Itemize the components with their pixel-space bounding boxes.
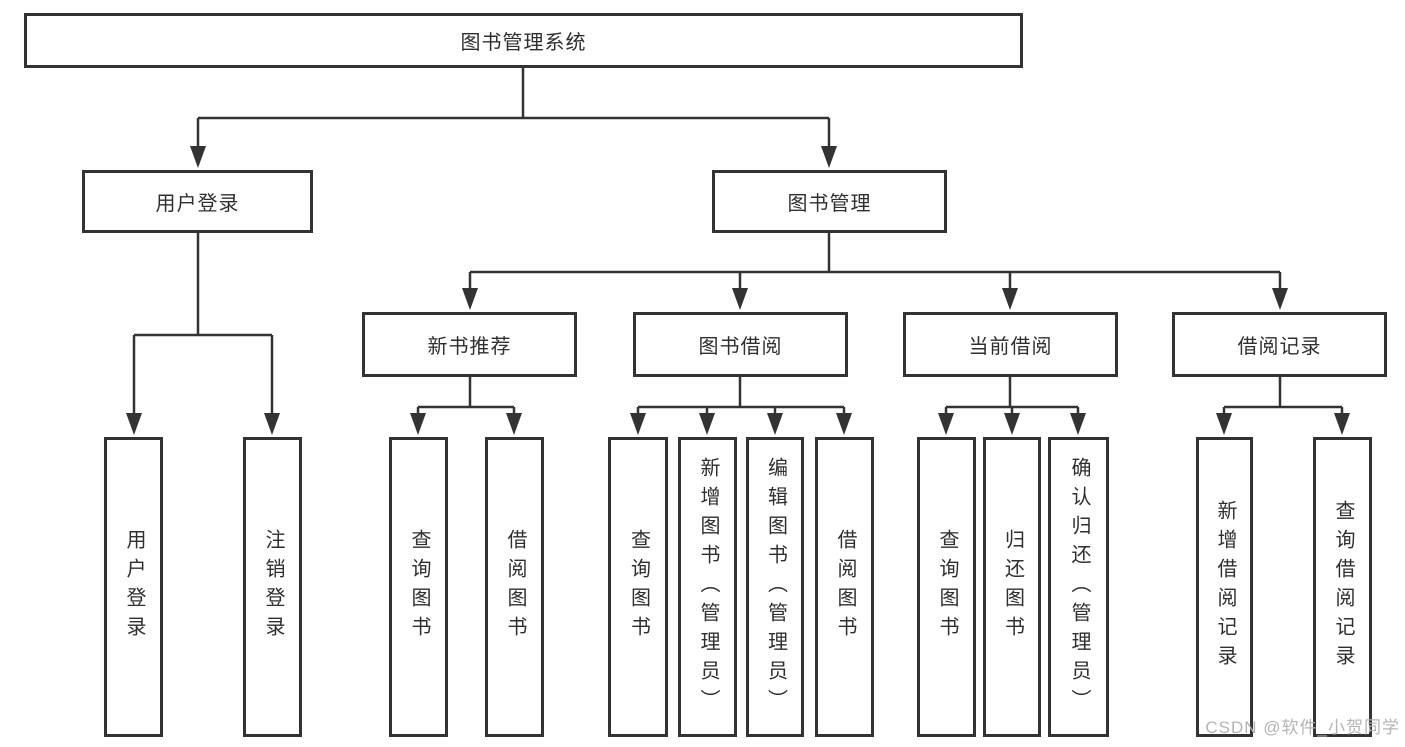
- arrowheads: [126, 146, 1350, 435]
- node-label: 新增图书（管理员）: [697, 456, 719, 718]
- node-label: 图书借阅: [698, 336, 783, 358]
- node-user-login: 用户登录: [82, 170, 313, 233]
- leaf-add-books-admin: 新增图书（管理员）: [678, 437, 737, 737]
- node-label: 图书管理系统: [460, 32, 587, 54]
- leaf-query-books-borrow: 查询图书: [608, 437, 668, 737]
- node-label: 借阅记录: [1237, 336, 1322, 358]
- leaf-user-login: 用户登录: [104, 437, 163, 737]
- node-new-book-recommend: 新书推荐: [362, 312, 577, 377]
- node-borrow-records: 借阅记录: [1172, 312, 1387, 377]
- node-label: 借阅图书: [834, 529, 856, 645]
- node-current-borrow: 当前借阅: [903, 312, 1118, 377]
- node-library-management-system: 图书管理系统: [24, 13, 1023, 68]
- node-label: 新增借阅记录: [1214, 500, 1236, 674]
- node-label: 归还图书: [1001, 529, 1024, 645]
- node-label: 查询借阅记录: [1332, 500, 1354, 674]
- node-label: 用户登录: [155, 193, 240, 215]
- node-label: 图书管理: [787, 193, 872, 215]
- leaf-confirm-return-admin: 确认归还（管理员）: [1048, 437, 1109, 737]
- node-label: 用户登录: [123, 529, 145, 645]
- node-label: 编辑图书（管理员）: [764, 456, 787, 718]
- leaf-query-borrow-record: 查询借阅记录: [1313, 437, 1372, 737]
- node-label: 当前借阅: [968, 336, 1053, 358]
- csdn-watermark: CSDN @软件_小贺同学: [1205, 718, 1400, 737]
- leaf-return-books: 归还图书: [983, 437, 1041, 737]
- node-label: 借阅图书: [504, 529, 526, 645]
- leaf-add-borrow-record: 新增借阅记录: [1196, 437, 1253, 737]
- leaf-query-books-recommend: 查询图书: [389, 437, 448, 737]
- node-label: 查询图书: [936, 529, 958, 645]
- leaf-borrow-books: 借阅图书: [815, 437, 874, 737]
- node-label: 确认归还（管理员）: [1068, 456, 1090, 718]
- leaf-borrow-books-recommend: 借阅图书: [485, 437, 544, 737]
- node-label: 新书推荐: [427, 336, 512, 358]
- leaf-query-books-current: 查询图书: [917, 437, 976, 737]
- node-label: 注销登录: [262, 529, 284, 645]
- node-book-management: 图书管理: [712, 170, 947, 233]
- leaf-logout: 注销登录: [243, 437, 302, 737]
- leaf-edit-books-admin: 编辑图书（管理员）: [746, 437, 804, 737]
- node-label: 查询图书: [627, 529, 650, 645]
- node-book-borrow: 图书借阅: [633, 312, 848, 377]
- node-label: 查询图书: [408, 529, 430, 645]
